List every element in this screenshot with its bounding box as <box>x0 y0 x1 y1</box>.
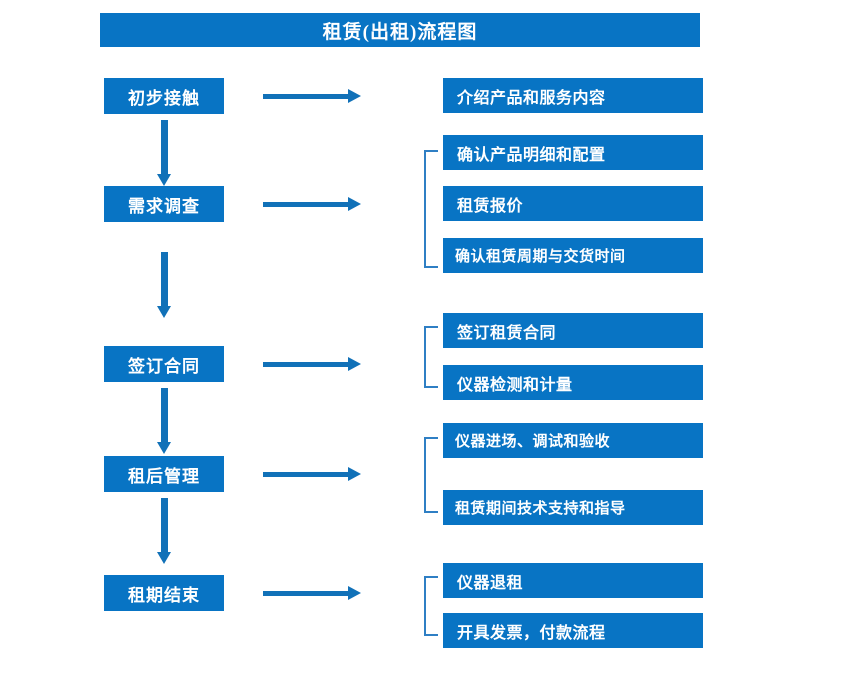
arrow-head-icon <box>348 197 361 211</box>
stage-box-post-rental-management[interactable]: 租后管理 <box>104 456 224 492</box>
group-bracket-4 <box>424 437 438 513</box>
arrow-shaft <box>263 591 350 596</box>
stage-box-lease-end[interactable]: 租期结束 <box>104 575 224 611</box>
arrow-right-stage-1 <box>263 89 361 103</box>
detail-box-instrument-entry-commission[interactable]: 仪器进场、调试和验收 <box>443 423 703 458</box>
arrow-head-icon <box>348 89 361 103</box>
detail-box-introduce-products[interactable]: 介绍产品和服务内容 <box>443 78 703 113</box>
arrow-down-stage-1-to-2 <box>157 120 172 186</box>
arrow-right-stage-5 <box>263 586 361 600</box>
stage-box-sign-contract[interactable]: 签订合同 <box>104 346 224 382</box>
arrow-down-stage-2-to-3 <box>157 252 172 318</box>
arrow-shaft <box>161 498 168 552</box>
group-bracket-3 <box>424 326 438 388</box>
arrow-shaft <box>263 362 350 367</box>
arrow-down-stage-3-to-4 <box>157 388 172 454</box>
arrow-head-icon <box>157 306 171 318</box>
group-bracket-5 <box>424 576 438 636</box>
arrow-head-icon <box>348 586 361 600</box>
group-bracket-2 <box>424 150 438 268</box>
detail-box-confirm-period-delivery[interactable]: 确认租赁周期与交货时间 <box>443 238 703 273</box>
arrow-shaft <box>263 472 350 477</box>
detail-box-sign-lease-agreement[interactable]: 签订租赁合同 <box>443 313 703 348</box>
arrow-head-icon <box>348 357 361 371</box>
detail-box-confirm-product-spec[interactable]: 确认产品明细和配置 <box>443 135 703 170</box>
arrow-head-icon <box>157 442 171 454</box>
diagram-title: 租赁(出租)流程图 <box>100 13 700 47</box>
arrow-shaft <box>263 94 350 99</box>
arrow-shaft <box>161 252 168 306</box>
arrow-head-icon <box>157 552 171 564</box>
arrow-shaft <box>161 120 168 174</box>
arrow-down-stage-4-to-5 <box>157 498 172 564</box>
detail-box-rental-quotation[interactable]: 租赁报价 <box>443 186 703 221</box>
arrow-head-icon <box>348 467 361 481</box>
detail-box-instrument-return[interactable]: 仪器退租 <box>443 563 703 598</box>
arrow-shaft <box>263 202 350 207</box>
stage-box-initial-contact[interactable]: 初步接触 <box>104 78 224 114</box>
arrow-right-stage-2 <box>263 197 361 211</box>
arrow-right-stage-3 <box>263 357 361 371</box>
detail-box-instrument-inspection[interactable]: 仪器检测和计量 <box>443 365 703 400</box>
detail-box-invoice-payment[interactable]: 开具发票，付款流程 <box>443 613 703 648</box>
stage-box-requirement-survey[interactable]: 需求调查 <box>104 186 224 222</box>
detail-box-technical-support[interactable]: 租赁期间技术支持和指导 <box>443 490 703 525</box>
arrow-right-stage-4 <box>263 467 361 481</box>
arrow-shaft <box>161 388 168 442</box>
arrow-head-icon <box>157 174 171 186</box>
